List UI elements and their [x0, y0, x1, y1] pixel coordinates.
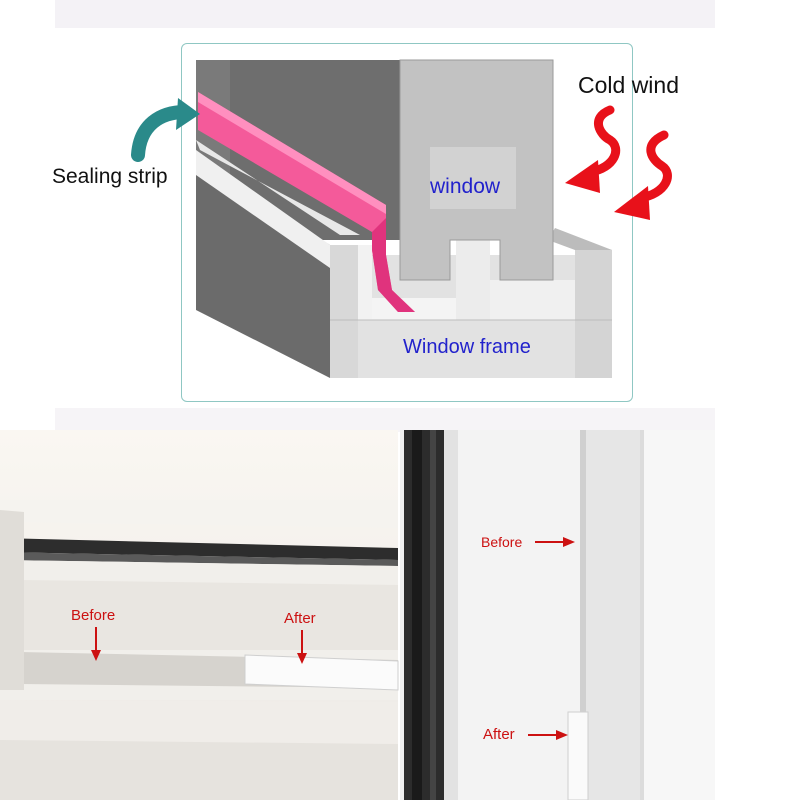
sealing-strip-highlight	[198, 92, 386, 214]
frame-right-top	[548, 228, 612, 250]
right-photo-outer-frame	[640, 430, 715, 800]
left-photo-post	[0, 510, 24, 690]
wind-arrow-icon-1	[565, 105, 621, 193]
left-photo-gasket	[0, 538, 398, 560]
frame-left-rail	[196, 150, 330, 268]
middle-background-band	[55, 408, 715, 432]
frame-right-wall	[575, 240, 612, 378]
right-photo-gasket	[404, 430, 444, 800]
left-photo-installed-strip	[244, 654, 399, 691]
frame-channel-2-floor	[490, 280, 575, 320]
sealing-strip-label: Sealing strip	[52, 165, 168, 188]
wind-arrow-icon-2	[614, 130, 672, 220]
right-after-label: After	[483, 726, 515, 743]
left-before-label: Before	[71, 607, 116, 624]
frame-divider	[456, 235, 490, 320]
right-before-label: Before	[481, 534, 523, 550]
frame-channel-1	[358, 245, 372, 320]
right-photo-frame-face	[444, 430, 600, 800]
right-photo-installed-strip	[567, 711, 589, 800]
window-label-box	[430, 147, 516, 209]
left-after-label: After	[284, 610, 316, 627]
frame-left-dark-side	[196, 160, 330, 378]
cold-wind-label: Cold wind	[578, 72, 679, 98]
teal-arrow-head	[176, 98, 200, 130]
frame-left-wall-front	[330, 245, 358, 378]
left-photo-upper-sill	[0, 500, 398, 528]
right-photo-channel	[580, 430, 640, 800]
window-frame-label: Window frame	[403, 336, 531, 358]
top-background-band	[55, 0, 715, 28]
sealing-strip-shade	[372, 218, 415, 312]
sealing-strip	[198, 92, 415, 312]
window-label: window	[430, 175, 501, 198]
